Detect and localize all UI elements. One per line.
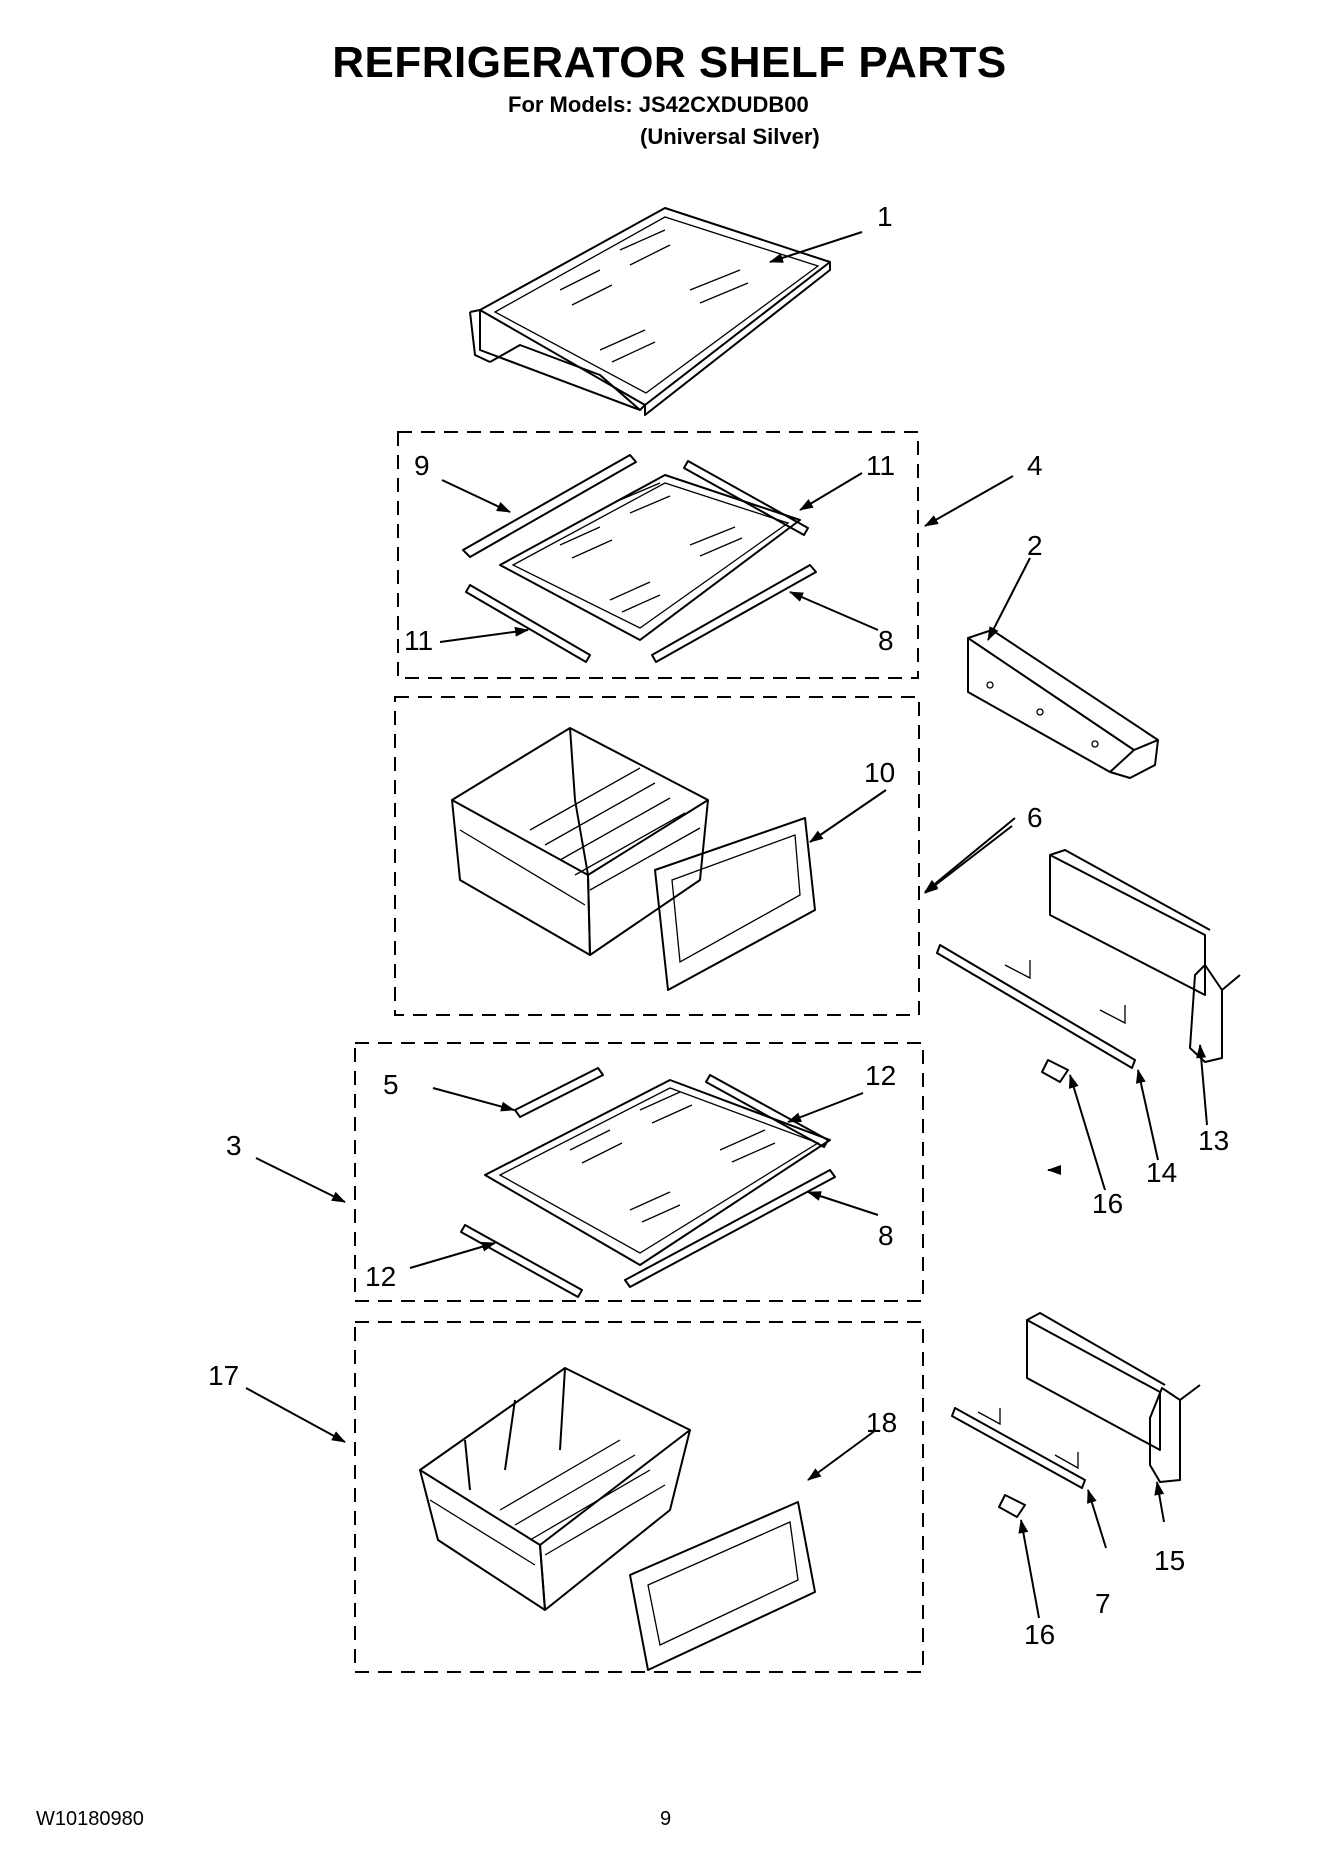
deli-drawer bbox=[419, 1367, 691, 1611]
callout-12-top: 12 bbox=[865, 1060, 896, 1091]
callout-14: 14 bbox=[1146, 1157, 1177, 1188]
callout-7: 7 bbox=[1095, 1588, 1111, 1619]
part-3-glass-shelf bbox=[460, 1067, 836, 1298]
callout-3: 3 bbox=[226, 1130, 242, 1161]
callout-8-bottom: 8 bbox=[878, 1220, 894, 1251]
models-line: For Models: JS42CXDUDB00 bbox=[508, 92, 809, 117]
part-1-top-shelf bbox=[469, 207, 831, 416]
part-2-bracket bbox=[967, 629, 1159, 779]
variant-line: (Universal Silver) bbox=[640, 124, 820, 149]
part-18-deli-front bbox=[629, 1501, 816, 1671]
document-number: W10180980 bbox=[36, 1808, 144, 1830]
part-10-crisper-front bbox=[654, 817, 816, 991]
assembly-box-4 bbox=[397, 431, 919, 679]
part-4-glass-shelf bbox=[462, 454, 817, 663]
callout-11-bottom: 11 bbox=[404, 625, 433, 656]
callout-13: 13 bbox=[1198, 1125, 1229, 1156]
callout-1: 1 bbox=[877, 201, 893, 232]
page-title: REFRIGERATOR SHELF PARTS bbox=[332, 38, 1007, 87]
crisper-drawer bbox=[451, 727, 709, 956]
callout-8-top: 8 bbox=[878, 625, 894, 656]
assembly-box-6 bbox=[394, 696, 920, 1016]
callout-5: 5 bbox=[383, 1069, 399, 1100]
slide-assembly-lower bbox=[951, 1312, 1201, 1518]
callout-9: 9 bbox=[414, 450, 430, 481]
callout-2: 2 bbox=[1027, 530, 1043, 561]
callout-12-bottom: 12 bbox=[365, 1261, 396, 1292]
callout-18: 18 bbox=[866, 1407, 897, 1438]
callout-17: 17 bbox=[208, 1360, 239, 1391]
callout-6: 6 bbox=[1027, 802, 1043, 833]
callout-16-bottom: 16 bbox=[1024, 1619, 1055, 1650]
assembly-box-3 bbox=[354, 1042, 924, 1302]
callout-10: 10 bbox=[864, 757, 895, 788]
callout-15: 15 bbox=[1154, 1545, 1185, 1576]
assembly-box-17 bbox=[354, 1321, 924, 1673]
slide-assembly-upper bbox=[936, 849, 1241, 1083]
callout-16-top: 16 bbox=[1092, 1188, 1123, 1219]
callout-4: 4 bbox=[1027, 450, 1043, 481]
page-number: 9 bbox=[660, 1808, 672, 1830]
callout-11-top: 11 bbox=[866, 450, 895, 481]
